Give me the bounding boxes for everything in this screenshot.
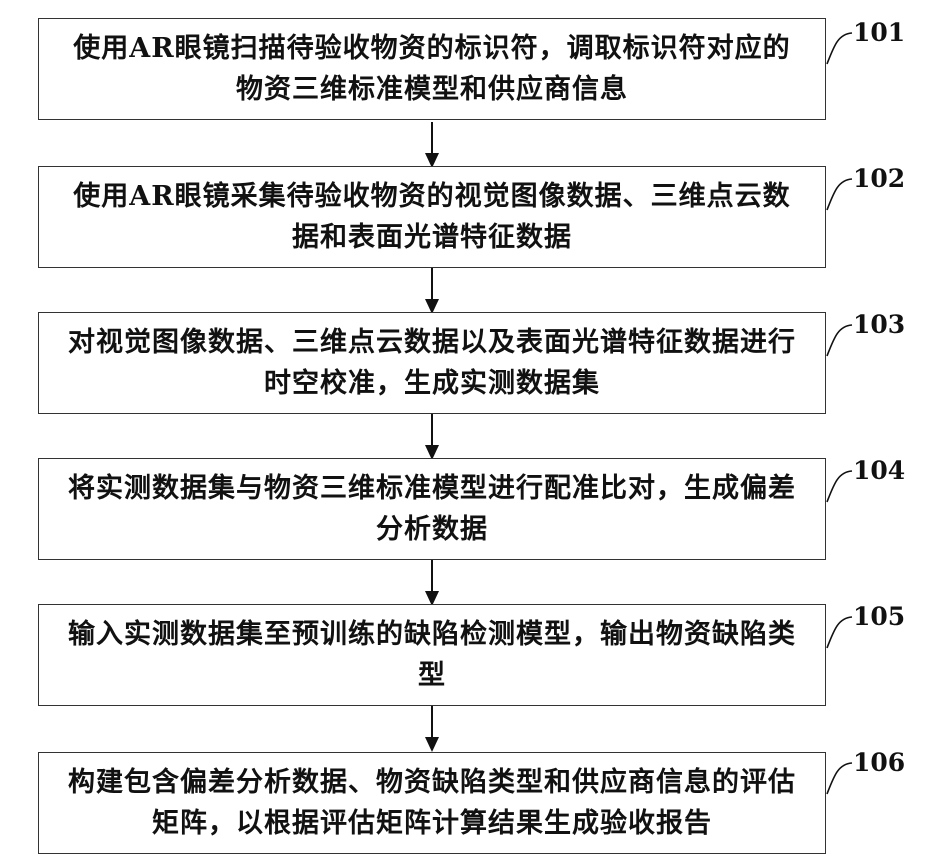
arrow-102-to-103 — [425, 268, 439, 314]
leader-106 — [827, 763, 852, 794]
step-text-105: 输入实测数据集至预训练的缺陷检测模型，输出物资缺陷类型 — [67, 614, 797, 696]
step-text-106: 构建包含偏差分析数据、物资缺陷类型和供应商信息的评估矩阵，以根据评估矩阵计算结果… — [67, 762, 797, 844]
arrow-103-to-104 — [425, 414, 439, 460]
leader-103 — [827, 325, 852, 356]
leader-101 — [827, 33, 852, 64]
arrow-104-to-105 — [425, 560, 439, 606]
step-label-104: 104 — [853, 456, 905, 485]
leader-104 — [827, 471, 852, 502]
step-label-106: 106 — [853, 748, 905, 777]
arrow-105-to-106 — [425, 706, 439, 752]
step-label-105: 105 — [853, 602, 905, 631]
step-box-104: 将实测数据集与物资三维标准模型进行配准比对，生成偏差分析数据 — [38, 458, 826, 560]
leader-102 — [827, 179, 852, 210]
step-box-103: 对视觉图像数据、三维点云数据以及表面光谱特征数据进行时空校准，生成实测数据集 — [38, 312, 826, 414]
arrow-101-to-102 — [425, 122, 439, 168]
step-box-106: 构建包含偏差分析数据、物资缺陷类型和供应商信息的评估矩阵，以根据评估矩阵计算结果… — [38, 752, 826, 854]
step-label-103: 103 — [853, 310, 905, 339]
step-text-102: 使用AR眼镜采集待验收物资的视觉图像数据、三维点云数据和表面光谱特征数据 — [67, 176, 797, 258]
step-label-102: 102 — [853, 164, 905, 193]
step-box-101: 使用AR眼镜扫描待验收物资的标识符，调取标识符对应的物资三维标准模型和供应商信息 — [38, 18, 826, 120]
step-label-101: 101 — [853, 18, 905, 47]
step-box-102: 使用AR眼镜采集待验收物资的视觉图像数据、三维点云数据和表面光谱特征数据 — [38, 166, 826, 268]
step-text-104: 将实测数据集与物资三维标准模型进行配准比对，生成偏差分析数据 — [67, 468, 797, 550]
step-box-105: 输入实测数据集至预训练的缺陷检测模型，输出物资缺陷类型 — [38, 604, 826, 706]
step-text-103: 对视觉图像数据、三维点云数据以及表面光谱特征数据进行时空校准，生成实测数据集 — [67, 322, 797, 404]
step-text-101: 使用AR眼镜扫描待验收物资的标识符，调取标识符对应的物资三维标准模型和供应商信息 — [67, 28, 797, 110]
leader-105 — [827, 617, 852, 648]
